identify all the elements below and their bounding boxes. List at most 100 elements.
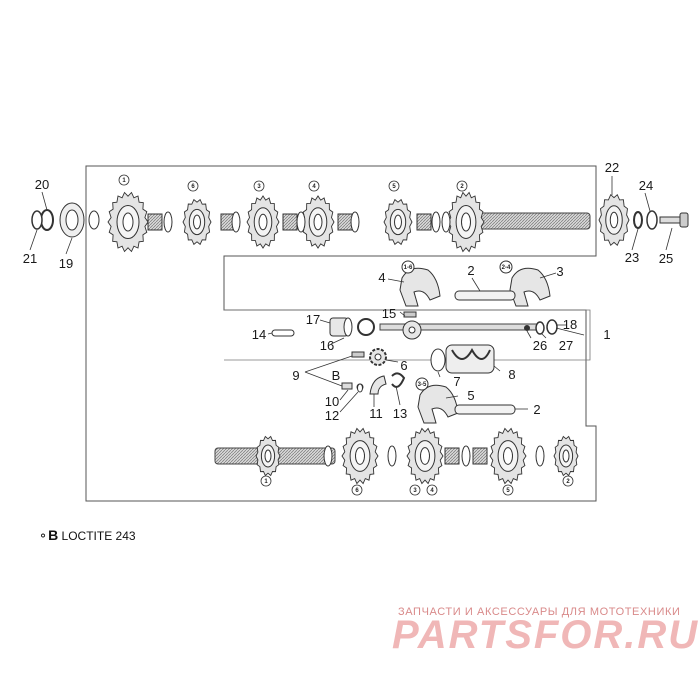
upper-gear-label: 3 [253,180,265,192]
shim-ring [296,211,306,233]
shim-ring [323,445,333,467]
fork-4-label: 1-6 [404,265,413,271]
lever-11 [369,375,387,395]
upper-gear-label-text: 6 [191,184,195,190]
callout-2: 2 [467,263,474,278]
washer-27 [535,321,545,335]
lower-gear [553,435,579,477]
callout-11: 11 [369,406,383,421]
callout-15: 15 [382,306,396,321]
star-15 [402,320,422,340]
callout-10: 10 [325,394,339,409]
shim-ring [231,211,241,233]
callout-26: 26 [533,338,547,353]
upper-gear [246,195,280,249]
screw-15 [403,311,417,318]
lower-gear-label: 5 [502,484,514,496]
upper-gear [447,191,485,253]
lower-gear [255,435,281,477]
callout-25: 25 [659,251,673,266]
washer-12 [357,383,363,393]
watermark-logo: PARTSFOR.RU [392,613,700,657]
callout-16: 16 [320,338,334,353]
spacer-ring [88,210,100,230]
callout-7: 7 [453,374,460,389]
lower-gear [489,427,527,485]
callout-27: 27 [559,338,573,353]
callout-24: 24 [639,178,653,193]
lower-gear-label-text: 4 [430,488,434,494]
fork-3-label: 2-4 [502,265,511,271]
callout-21: 21 [23,251,37,266]
fork-5-label: 3-5 [418,382,427,388]
star-6 [369,348,387,366]
lower-gear-label-text: 1 [264,479,268,485]
shim-ring [441,211,451,233]
note-symbol: B [48,527,59,543]
lower-gear [341,427,379,485]
callout-20: 20 [35,177,49,192]
fork-5: 3-5 [415,377,459,424]
upper-gear [182,198,212,246]
needle-bearing [282,213,298,231]
ring-18 [546,319,558,335]
upper-gear-label-text: 2 [460,184,464,190]
shim-ring [461,445,471,467]
callout-13: 13 [393,406,407,421]
upper-gear-label-text: 4 [312,184,316,190]
callout-17: 17 [306,312,320,327]
loctite-note: ⚬B LOCTITE 243 [38,527,136,543]
lower-gear-label-text: 5 [506,488,510,494]
shim-ring [431,211,441,233]
watermark-tagline: ЗАПЧАСТИ И АКСЕССУАРЫ ДЛЯ МОТОТЕХНИКИ [398,606,681,618]
lower-gear [406,427,444,485]
upper-gear-label: 1 [118,174,130,186]
needle-bearing [337,213,353,231]
callout-3: 3 [556,264,563,279]
fork-rod-lower [454,404,516,415]
callout-19: 19 [59,256,73,271]
callout-5: 5 [467,388,474,403]
upper-gear-label-text: 1 [122,178,126,184]
upper-gear [383,198,413,246]
upper-gear-label-text: 3 [257,184,261,190]
selector-subframe [224,309,591,361]
shim-ring [350,211,360,233]
upper-gear-label: 5 [388,180,400,192]
shim-ring [387,445,397,467]
needle-bearing [147,213,163,231]
upper-gear-label: 6 [187,180,199,192]
fork-rod-upper [454,290,516,301]
callout-6: 6 [400,358,407,373]
callout-1: 1 [603,327,610,342]
upper-gear-label: 2 [456,180,468,192]
needle-bearing [444,447,460,465]
leader-lines [29,176,673,413]
lower-gear-label: 4 [426,484,438,496]
upper-gear [107,191,149,253]
washer-20 [40,209,54,231]
needle-bearing [472,447,488,465]
lower-gear-label: 2 [562,475,574,487]
needle-bearing [416,213,432,231]
spring-16 [357,318,375,336]
shim-ring [535,445,545,467]
spring-13 [391,372,406,388]
callout-9: 9 [292,368,299,383]
marker-b: B [332,368,341,383]
lower-gear-label: 6 [351,484,363,496]
callout-23: 23 [625,250,639,265]
screw-9 [351,351,365,358]
upper-gear-label-text: 5 [392,184,396,190]
callout-8: 8 [508,367,515,382]
callout-18: 18 [563,317,577,332]
callout-22: 22 [605,160,619,175]
callout-12: 12 [325,408,339,423]
lower-gear-label: 1 [260,475,272,487]
washer-23 [633,211,643,229]
lower-gear-label-text: 6 [355,488,359,494]
callout-2-lower: 2 [533,402,540,417]
fork-4: 1-6 [399,260,441,307]
